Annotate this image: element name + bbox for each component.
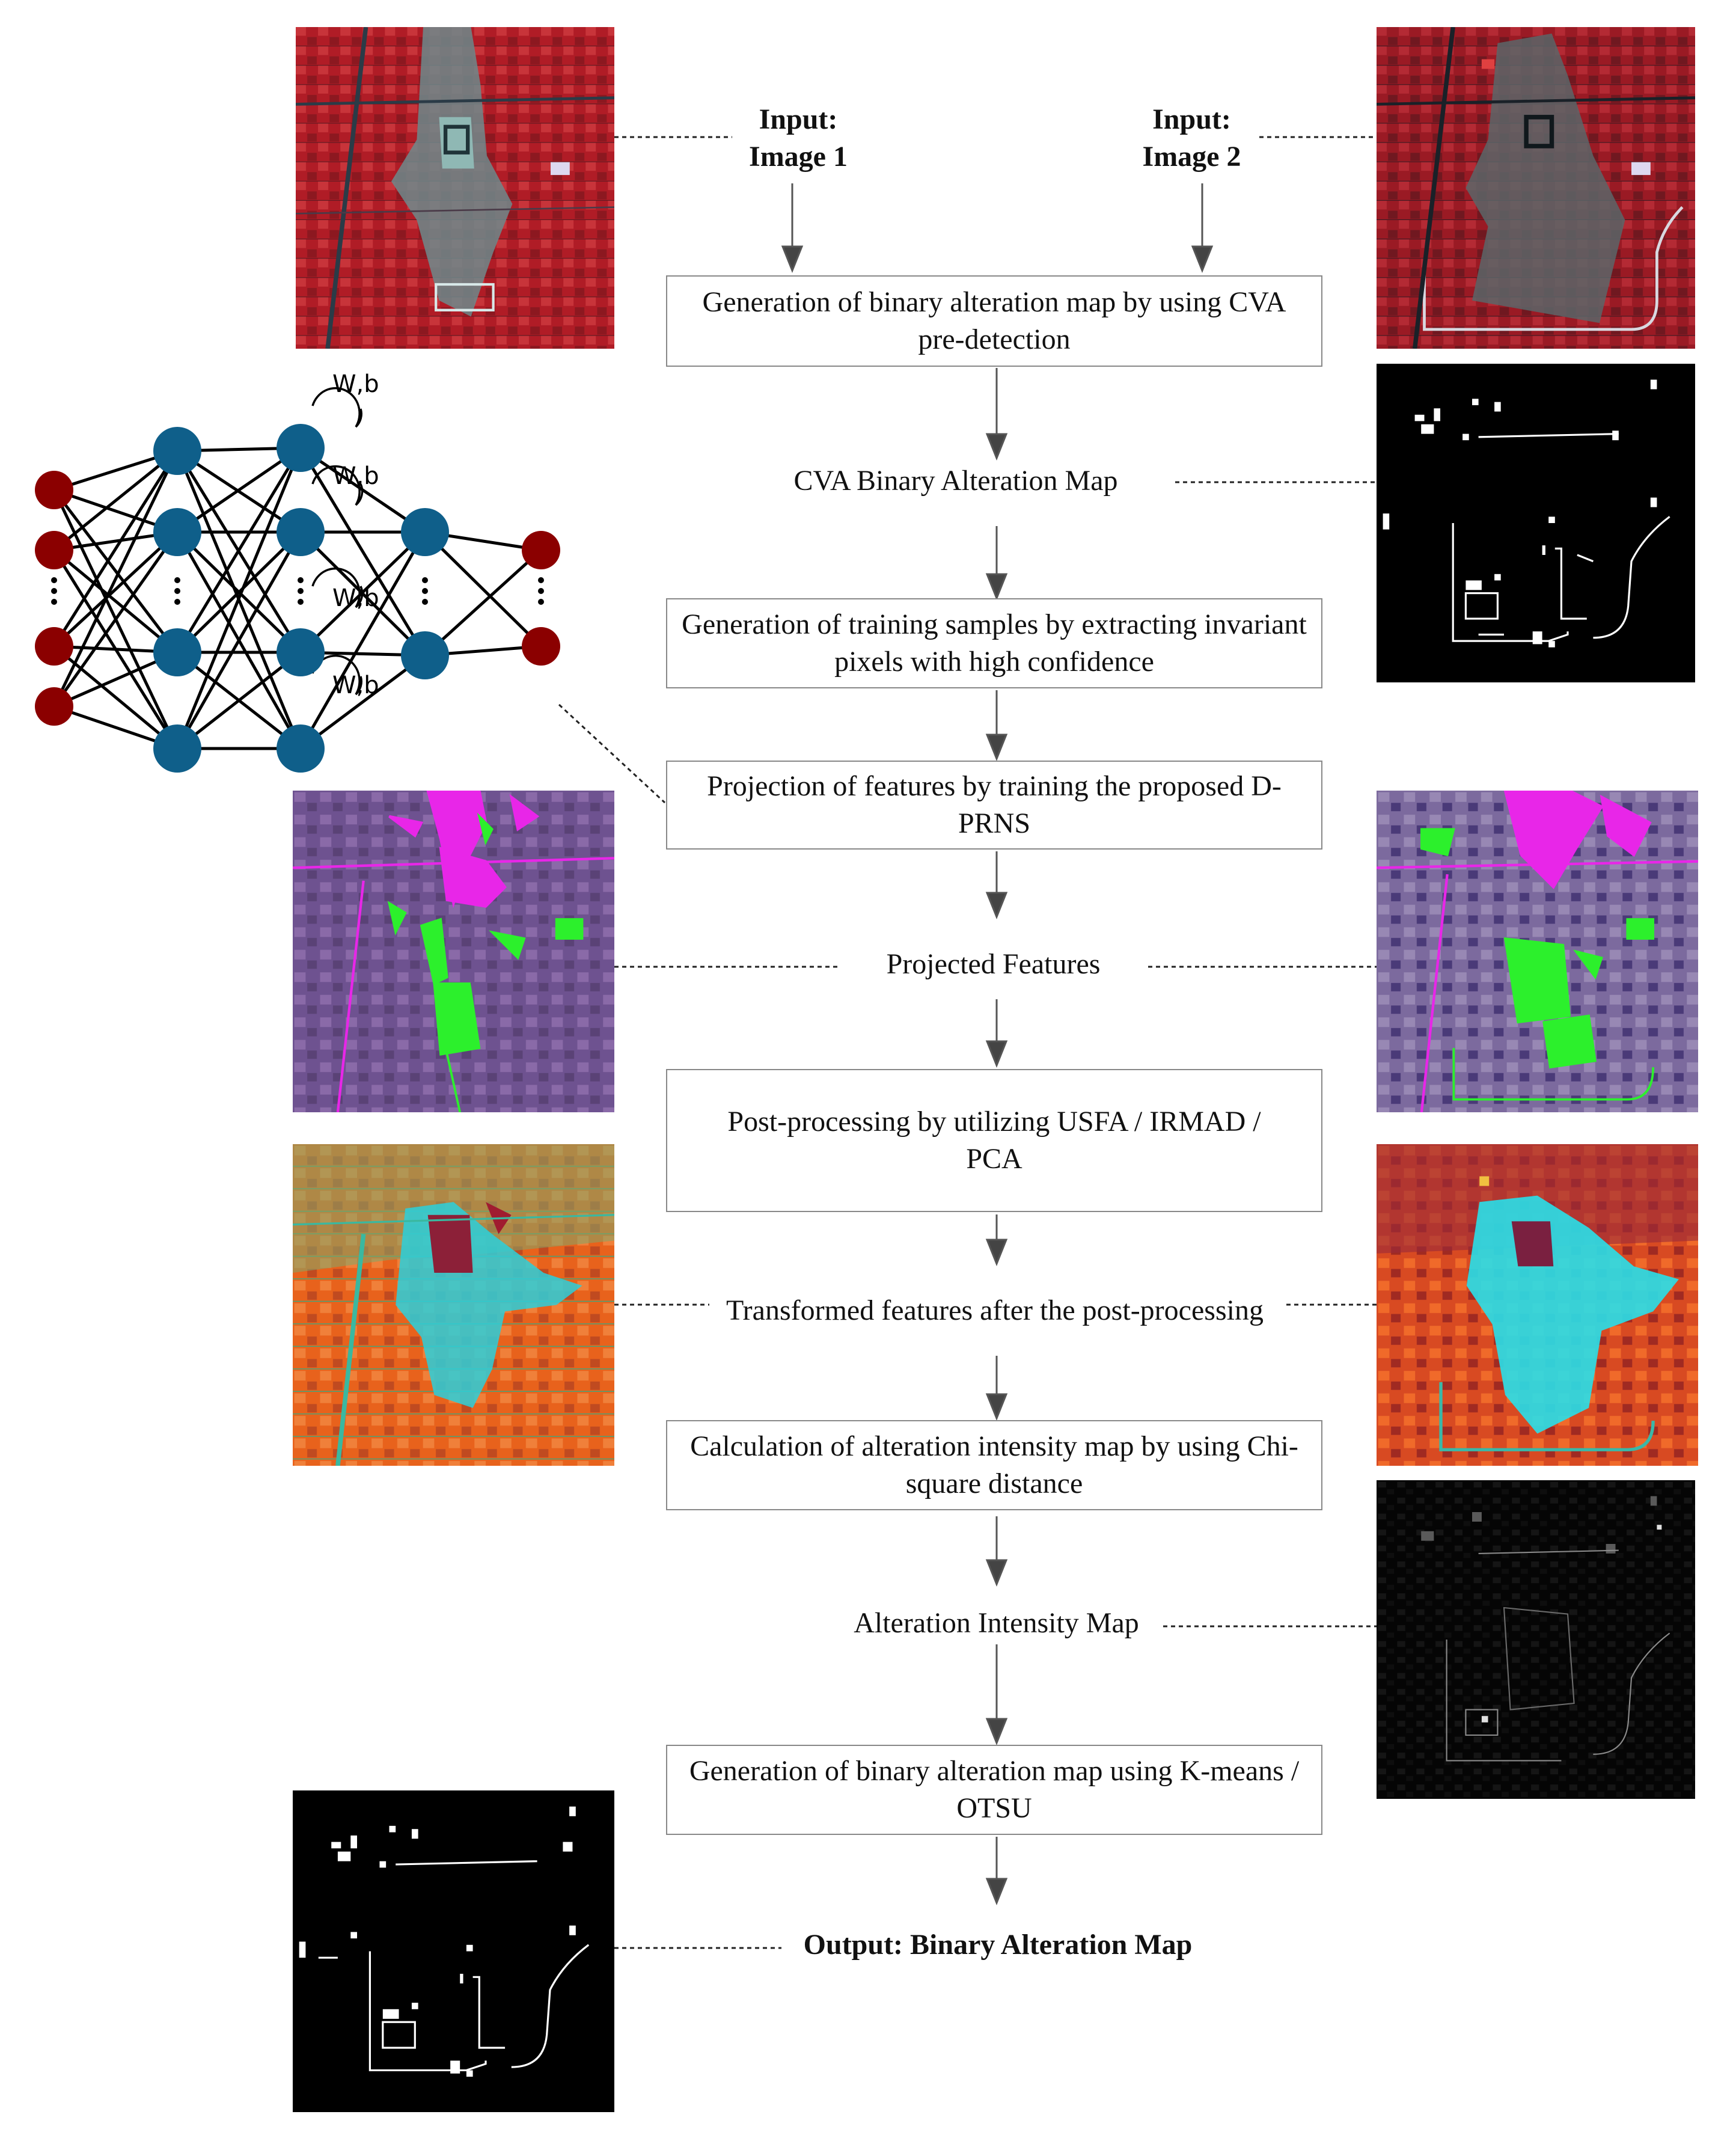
arrow-8 bbox=[985, 1516, 1008, 1587]
network-edge bbox=[424, 531, 542, 648]
network-edge bbox=[53, 450, 179, 551]
network-node-l4-n1 bbox=[522, 627, 560, 666]
network-node-l1-n3 bbox=[153, 724, 201, 773]
network-node-l4-n0 bbox=[522, 531, 560, 569]
arrow-3 bbox=[985, 690, 1008, 762]
network-edge bbox=[176, 447, 302, 749]
weight-label-3: W,b bbox=[332, 584, 379, 612]
projected-features-image-2 bbox=[1377, 791, 1698, 1112]
output-label: Output: Binary Alteration Map bbox=[781, 1928, 1214, 1961]
step-post-processing: Post-processing by utilizing USFA / IRMA… bbox=[666, 1069, 1322, 1212]
step-chi-square: Calculation of alteration intensity map … bbox=[666, 1420, 1322, 1510]
network-node-l0-n0 bbox=[35, 471, 73, 509]
network-node-l0-n1 bbox=[35, 531, 73, 569]
transformed-features-image-1 bbox=[293, 1144, 614, 1466]
network-node-l3-n0 bbox=[401, 508, 449, 556]
step-training-samples: Generation of training samples by extrac… bbox=[666, 598, 1322, 688]
network-edge bbox=[299, 447, 427, 657]
input-image-2 bbox=[1377, 27, 1695, 349]
network-edge bbox=[53, 531, 179, 648]
output-binary-map-image bbox=[293, 1790, 614, 2112]
cva-binary-map-image bbox=[1377, 364, 1695, 682]
projected-features-image-1 bbox=[293, 791, 614, 1112]
arrow-5 bbox=[985, 999, 1008, 1068]
input-image1-label: Input: Image 1 bbox=[732, 101, 864, 176]
cva-binary-map-label: CVA Binary Alteration Map bbox=[793, 465, 1118, 497]
neural-network-diagram: W,b W,b W,b W,b bbox=[35, 370, 560, 773]
transformed-features-label: Transformed features after the post-proc… bbox=[726, 1294, 1264, 1326]
ellipsis-dots bbox=[51, 577, 544, 605]
input-image-1 bbox=[296, 27, 614, 349]
transformed-features-image-2 bbox=[1377, 1144, 1698, 1466]
network-edge bbox=[176, 446, 302, 534]
weight-label-4: W,b bbox=[332, 672, 379, 699]
dotted-leaders bbox=[558, 136, 1377, 1949]
network-edge bbox=[424, 549, 542, 657]
projected-features-label: Projected Features bbox=[839, 948, 1148, 981]
network-node-l0-n3 bbox=[35, 687, 73, 726]
network-node-l1-n0 bbox=[153, 427, 201, 475]
arrow-10 bbox=[985, 1837, 1008, 1906]
weight-label-2: W,b bbox=[332, 462, 379, 490]
network-edge bbox=[176, 531, 302, 750]
alteration-intensity-image bbox=[1377, 1480, 1695, 1799]
alteration-intensity-label: Alteration Intensity Map bbox=[830, 1606, 1163, 1640]
input-image2-label: Input: Image 2 bbox=[1124, 101, 1259, 176]
network-edge bbox=[52, 450, 179, 648]
arrow-2 bbox=[985, 526, 1008, 601]
arrow-6 bbox=[985, 1214, 1008, 1267]
network-node-l0-n2 bbox=[35, 627, 73, 666]
network-edge bbox=[299, 654, 426, 750]
arrow-9 bbox=[985, 1644, 1008, 1746]
network-edge bbox=[52, 450, 179, 708]
arrow-1 bbox=[985, 368, 1008, 461]
network-nodes bbox=[35, 424, 560, 773]
network-node-l1-n1 bbox=[153, 508, 201, 556]
arrow-input2 bbox=[1191, 183, 1214, 274]
arrow-input1 bbox=[781, 183, 804, 274]
arrow-7 bbox=[985, 1356, 1008, 1421]
network-node-l2-n1 bbox=[277, 508, 325, 556]
network-node-l2-n3 bbox=[277, 724, 325, 773]
weight-label-1: W,b bbox=[332, 370, 379, 398]
network-node-l3-n1 bbox=[401, 631, 449, 679]
network-edge bbox=[176, 531, 302, 654]
network-edges bbox=[52, 446, 542, 750]
weight-labels: W,b W,b W,b W,b bbox=[332, 370, 379, 699]
step-cva-predetection: Generation of binary alteration map by u… bbox=[666, 275, 1322, 367]
step-feature-projection: Projection of features by training the p… bbox=[666, 761, 1322, 850]
network-edge bbox=[299, 531, 427, 750]
network-edge bbox=[176, 447, 302, 654]
network-node-l1-n2 bbox=[153, 628, 201, 676]
network-node-l2-n0 bbox=[277, 424, 325, 472]
network-node-l2-n2 bbox=[277, 628, 325, 676]
network-edge bbox=[52, 531, 179, 708]
network-edge bbox=[176, 651, 302, 750]
arrow-4 bbox=[985, 851, 1008, 920]
step-binary-map-kmeans: Generation of binary alteration map usin… bbox=[666, 1745, 1322, 1835]
network-edge bbox=[53, 549, 179, 654]
network-edge bbox=[53, 489, 179, 654]
